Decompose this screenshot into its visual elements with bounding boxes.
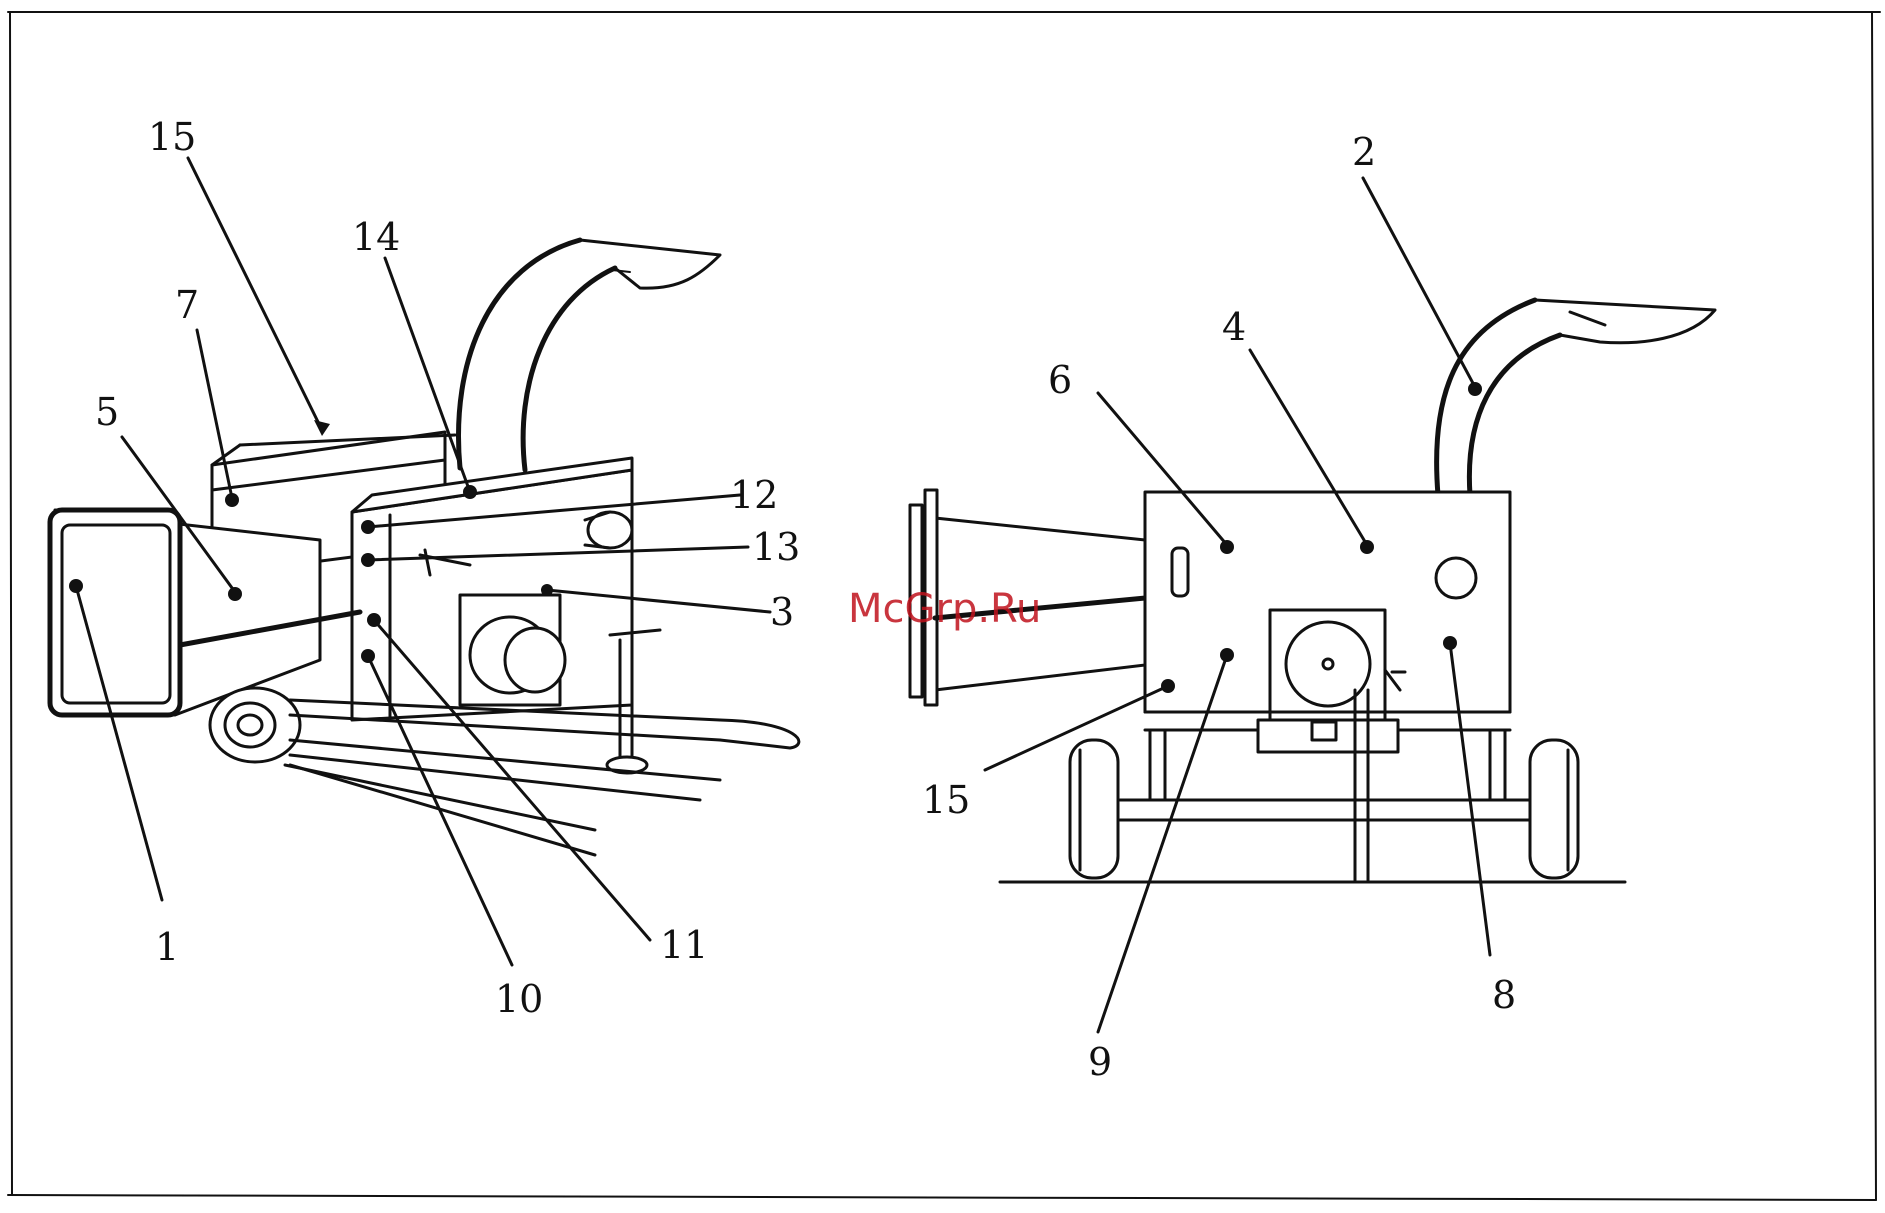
discharge-chute-right <box>1437 300 1715 495</box>
infeed-funnel <box>50 510 360 715</box>
callout-left-3: 3 <box>770 590 794 634</box>
callout-left-14: 14 <box>352 215 400 259</box>
callout-left-12: 12 <box>730 473 778 517</box>
callout-right-8: 8 <box>1492 973 1516 1017</box>
callout-left-13: 13 <box>752 525 800 569</box>
callout-right-4: 4 <box>1222 305 1246 349</box>
callout-right-9: 9 <box>1088 1040 1112 1084</box>
callout-left-7: 7 <box>175 283 199 327</box>
callout-left-1: 1 <box>155 925 179 969</box>
callout-left-10: 10 <box>495 977 543 1021</box>
discharge-chute-left <box>459 240 721 470</box>
callout-right-15: 15 <box>922 778 970 822</box>
chipper-left-view: 15 14 7 5 12 13 3 1 10 11 <box>50 115 800 1021</box>
callout-left-15: 15 <box>148 115 196 159</box>
watermark: McGrp.Ru <box>848 586 1041 632</box>
main-housing <box>352 458 632 720</box>
callout-right-2: 2 <box>1352 130 1376 174</box>
callout-left-11: 11 <box>660 923 708 967</box>
callout-right-6: 6 <box>1048 358 1072 402</box>
callout-left-5: 5 <box>95 390 119 434</box>
